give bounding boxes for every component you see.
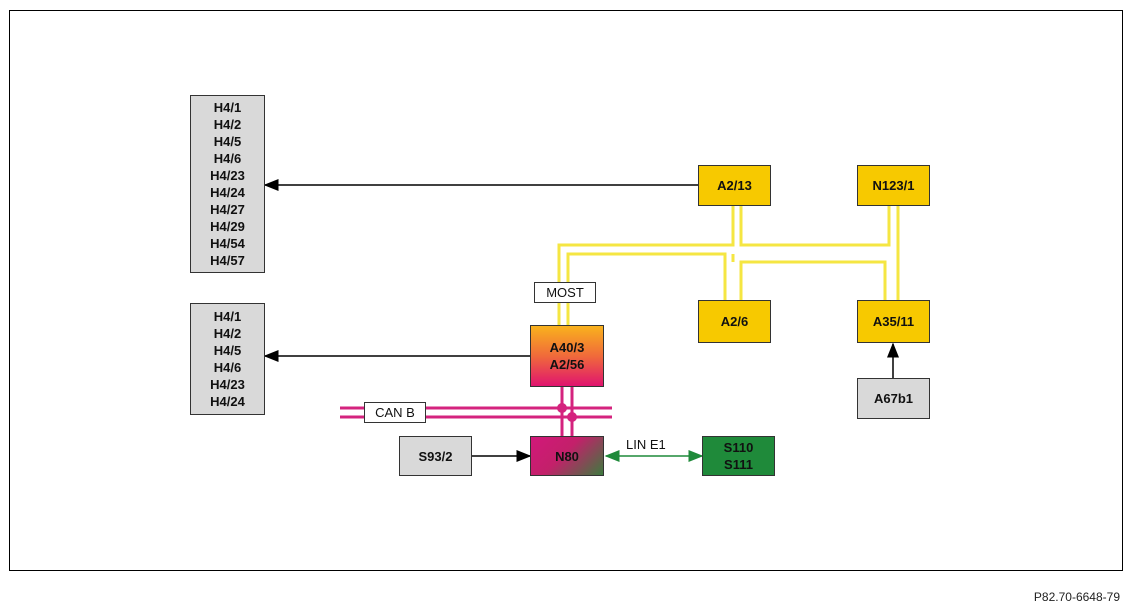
h4-item: H4/6 [213,151,242,166]
module-a67b1: A67b1 [857,378,930,419]
h4-item: H4/5 [213,134,242,149]
module-n123-1: N123/1 [857,165,930,206]
module-s93-2: S93/2 [399,436,472,476]
most-bus [557,206,900,325]
most-label: MOST [534,282,596,303]
reference-code: P82.70-6648-79 [1033,590,1120,604]
module-label: N123/1 [872,178,915,193]
can-b-label: CAN B [364,402,426,423]
h4-item: H4/2 [213,117,242,132]
h4-item: H4/54 [210,236,245,251]
h4-item: H4/23 [210,377,245,392]
module-label: A2/56 [549,357,585,372]
module-label: S111 [724,457,753,472]
h4-item: H4/24 [210,394,245,409]
module-n80: N80 [530,436,604,476]
h4-item: H4/6 [213,360,242,375]
h4-item: H4/57 [210,253,245,268]
h4-item: H4/27 [210,202,245,217]
module-a2-13: A2/13 [698,165,771,206]
module-label: A35/11 [872,314,915,329]
module-label: A40/3 [549,340,585,355]
diagram-frame [9,10,1123,571]
module-a35-11: A35/11 [857,300,930,343]
h4-item: H4/5 [213,343,242,358]
h4-item: H4/1 [213,100,242,115]
module-a40-3-a2-56: A40/3 A2/56 [530,325,604,387]
module-label: S93/2 [418,448,453,464]
module-label: A2/13 [717,178,752,193]
h4-item: H4/24 [210,185,245,200]
module-label: S110 [723,440,754,455]
h4-item: H4/1 [213,309,242,324]
can-b-label-text: CAN B [375,405,415,420]
module-s110-s111: S110 S111 [702,436,775,476]
most-label-text: MOST [546,285,584,300]
h4-item: H4/23 [210,168,245,183]
h4-item: H4/29 [210,219,245,234]
module-label: N80 [555,448,579,464]
h4-item: H4/2 [213,326,242,341]
h4-group-top: H4/1 H4/2 H4/5 H4/6 H4/23 H4/24 H4/27 H4… [190,95,265,273]
module-label: A67b1 [873,391,914,406]
h4-group-bottom: H4/1 H4/2 H4/5 H4/6 H4/23 H4/24 [190,303,265,415]
module-label: A2/6 [720,314,749,329]
module-a2-6: A2/6 [698,300,771,343]
lin-e1-label: LIN E1 [626,437,666,452]
